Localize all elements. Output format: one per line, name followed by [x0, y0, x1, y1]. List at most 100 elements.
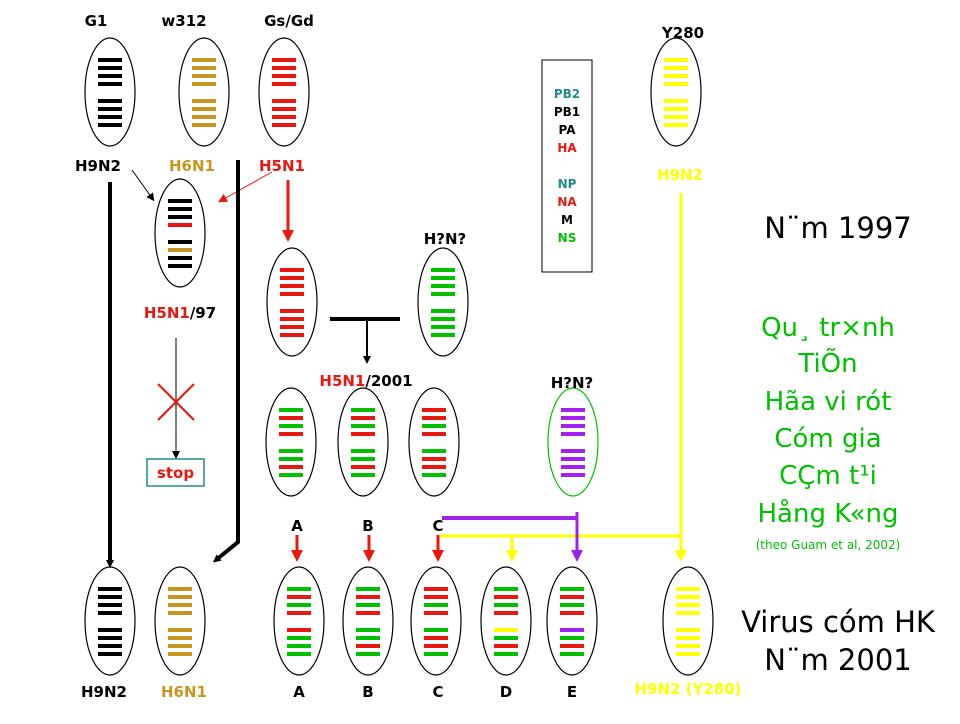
virus-mid-b-segment-2 — [351, 416, 375, 420]
virus-h6n1-bottom-envelope — [154, 566, 206, 676]
virus-bottom-c — [410, 566, 462, 676]
legend-np: NP — [558, 177, 577, 191]
virus-mid-b — [337, 387, 389, 497]
label-h5n1-97: H5N1/97 — [144, 304, 216, 322]
virus-y280-bottom-segment-5 — [676, 628, 700, 632]
virus-mid-c-envelope — [408, 387, 460, 497]
virus-mid-a-segment-8 — [279, 473, 303, 477]
virus-bottom-d-segment-8 — [494, 652, 518, 656]
virus-bottom-a-segment-5 — [287, 628, 311, 632]
virus-w312-segment-5 — [192, 99, 216, 103]
virus-h9n2-bottom-segment-6 — [98, 636, 122, 640]
virus-y280 — [650, 37, 702, 147]
virus-h6n1-bottom-segment-5 — [168, 628, 192, 632]
virus-hn-unknown-2-segment-1 — [561, 408, 585, 412]
virus-bottom-b-segment-5 — [356, 628, 380, 632]
virus-y280-bottom-envelope — [662, 566, 714, 676]
process-line-3: Hãa vi rót — [765, 387, 892, 417]
virus-h5n1-97-segment-5 — [168, 240, 192, 244]
virus-hn-unknown-2-segment-2 — [561, 416, 585, 420]
virus-bottom-a-segment-4 — [287, 611, 311, 615]
virus-mid-b-segment-6 — [351, 457, 375, 461]
virus-bottom-c-segment-5 — [424, 628, 448, 632]
virus-w312-segment-6 — [192, 107, 216, 111]
arrow-h9n2-to-h5n1-97 — [131, 169, 155, 202]
virus-mid-c-segment-7 — [422, 465, 446, 469]
virus-hn-unknown-1 — [417, 247, 469, 357]
virus-bottom-a — [273, 566, 325, 676]
virus-mid-a-envelope — [265, 387, 317, 497]
virus-bottom-c-envelope — [410, 566, 462, 676]
virus-mid-c-segment-3 — [422, 424, 446, 428]
virus-y280-segment-1 — [664, 58, 688, 62]
virus-y280-segment-3 — [664, 74, 688, 78]
virus-h9n2-bottom-segment-3 — [98, 603, 122, 607]
virus-hn-unknown-2-segment-8 — [561, 473, 585, 477]
virus-gsgd-segment-3 — [272, 74, 296, 78]
virus-line-1: Virus cóm HK — [741, 605, 936, 639]
virus-h5n1-97-segment-8 — [168, 264, 192, 268]
process-line-6: Hång K«ng — [757, 498, 898, 529]
stop-box — [146, 458, 205, 487]
virus-mid-a — [265, 387, 317, 497]
label-hn-unknown-1: H?N? — [424, 230, 467, 248]
legend-pa: PA — [559, 123, 577, 137]
virus-mid-c-segment-5 — [422, 449, 446, 453]
virus-mid-a-segment-2 — [279, 416, 303, 420]
virus-y280-bottom — [662, 566, 714, 676]
virus-hn-unknown-2-segment-3 — [561, 424, 585, 428]
virus-bottom-d-segment-2 — [494, 595, 518, 599]
virus-h5n1-97-segment-2 — [168, 207, 192, 211]
virus-bottom-b-segment-1 — [356, 587, 380, 591]
label-h9n2-bottom: H9N2 — [81, 683, 127, 701]
label-h9n2-yellow: H9N2 — [657, 166, 703, 184]
virus-g1-segment-3 — [98, 74, 122, 78]
virus-bottom-b-segment-7 — [356, 644, 380, 648]
virus-y280-segment-8 — [664, 123, 688, 127]
virus-bottom-c-segment-2 — [424, 595, 448, 599]
virus-h5n1-97-envelope — [154, 178, 206, 288]
virus-g1-segment-2 — [98, 66, 122, 70]
virus-h6n1-bottom-segment-1 — [168, 587, 192, 591]
virus-bottom-e-envelope — [546, 566, 598, 676]
virus-g1 — [84, 37, 136, 147]
red-x-stroke-2 — [157, 383, 195, 421]
virus-w312-segment-3 — [192, 74, 216, 78]
virus-bottom-d-segment-4 — [494, 611, 518, 615]
mid-letter-a: A — [291, 517, 303, 535]
label-h6n1-top: H6N1 — [169, 157, 215, 175]
virus-mid-a-segment-6 — [279, 457, 303, 461]
virus-h6n1-bottom — [154, 566, 206, 676]
virus-mid-b-envelope — [337, 387, 389, 497]
virus-h5n1-precursor — [266, 247, 318, 357]
virus-hn-unknown-2 — [547, 387, 599, 497]
virus-bottom-e-segment-1 — [560, 587, 584, 591]
virus-bottom-c-segment-8 — [424, 652, 448, 656]
label-h5n1-top: H5N1 — [259, 157, 305, 175]
virus-bottom-e-segment-6 — [560, 636, 584, 640]
virus-bottom-d-segment-5 — [494, 628, 518, 632]
virus-bottom-d-segment-1 — [494, 587, 518, 591]
virus-bottom-e-segment-4 — [560, 611, 584, 615]
virus-hn-unknown-1-segment-1 — [431, 268, 455, 272]
segment-legend-box — [541, 59, 593, 273]
virus-h5n1-97-segment-4 — [168, 223, 192, 227]
virus-h5n1-97-segment-1 — [168, 199, 192, 203]
virus-y280-bottom-segment-4 — [676, 611, 700, 615]
virus-bottom-a-segment-2 — [287, 595, 311, 599]
virus-mid-c-segment-6 — [422, 457, 446, 461]
virus-g1-segment-6 — [98, 107, 122, 111]
virus-h6n1-bottom-segment-2 — [168, 595, 192, 599]
virus-hn-unknown-1-segment-6 — [431, 317, 455, 321]
virus-g1-segment-7 — [98, 115, 122, 119]
virus-h9n2-bottom — [84, 566, 136, 676]
virus-bottom-a-envelope — [273, 566, 325, 676]
virus-gsgd-segment-2 — [272, 66, 296, 70]
virus-mid-a-segment-7 — [279, 465, 303, 469]
bottom-letter-e: E — [567, 683, 577, 701]
virus-bottom-e — [546, 566, 598, 676]
legend-ha: HA — [557, 141, 577, 155]
legend-na: NA — [557, 195, 577, 209]
